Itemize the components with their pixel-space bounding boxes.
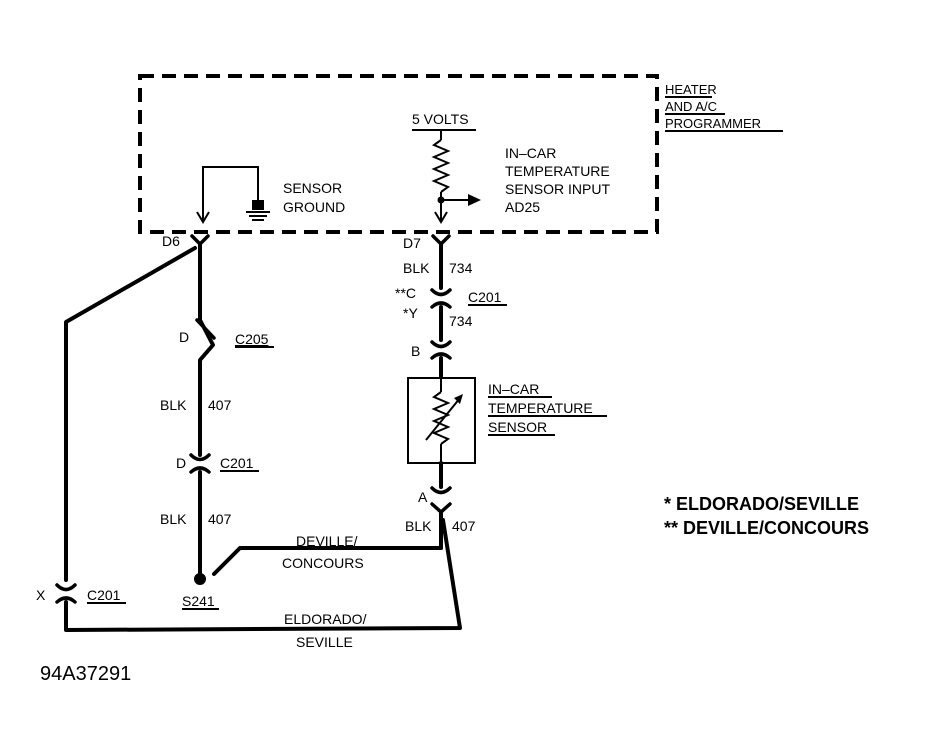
pin-d7-label: D7 [403,235,421,251]
eldorado-label-1: ELDORADO/ [284,611,367,627]
right-c201-label: C201 [468,289,502,305]
wire-407-upper [198,242,215,457]
left-c201-pin-label: D [176,455,186,471]
pullup-resistor-symbol [431,130,451,224]
module-title-line-3: PROGRAMMER [665,116,761,131]
eldorado-label-2: SEVILLE [296,634,353,650]
sensor-ground-label-2: GROUND [283,199,345,215]
right-wire-color: BLK [403,260,430,276]
module-title-line-2: AND A/C [665,99,717,114]
c205-pin-label: D [179,329,189,345]
pin-b-label: B [411,343,420,359]
left-c201-label: C201 [220,455,254,471]
left-c201-upper [189,453,211,462]
sensor-label-1: IN–CAR [488,381,539,397]
thermistor-symbol [425,378,463,463]
wire-far-left [64,246,197,582]
left-wire-circuit: 407 [208,397,232,413]
left-wire-color: BLK [160,397,187,413]
input-label-4: AD25 [505,199,540,215]
deville-label-2: CONCOURS [282,555,364,571]
sensor-ground-label-1: SENSOR [283,180,342,196]
left-wire2-circuit: 407 [208,511,232,527]
deville-label-1: DEVILLE/ [296,533,358,549]
pin-b-upper [430,340,452,349]
right-wire3-color: BLK [405,518,432,534]
pin-d6-label: D6 [162,233,180,249]
legend-double-star: ** DEVILLE/CONCOURS [664,518,869,538]
sensor-ground-symbol [196,166,270,224]
far-left-c201-upper [55,583,77,592]
splice-s241-label: S241 [182,593,215,609]
right-wire2-circuit: 734 [449,313,473,329]
pin-a-upper [430,486,452,495]
module-title: HEATER AND A/C PROGRAMMER [665,82,783,132]
far-left-c201-label: C201 [87,587,121,603]
legend-single-star: * ELDORADO/SEVILLE [664,494,859,514]
right-c201-upper [430,288,452,297]
wire-eldorado-route [64,518,462,632]
right-wire3-circuit: 407 [452,518,476,534]
c205-label: C205 [235,331,269,347]
signal-arrow-icon [441,194,481,206]
right-c201-lower [430,301,452,309]
left-c201-lower [189,466,211,474]
pin-b-lower [430,352,452,360]
sensor-label-2: TEMPERATURE [488,400,593,416]
right-wire-circuit: 734 [449,260,473,276]
wire-deville-route [212,546,443,576]
input-label-2: TEMPERATURE [505,163,610,179]
right-c201-pin-c: **C [395,285,416,301]
splice-s241-dot [194,573,206,585]
far-left-c201-lower [55,596,77,604]
input-label-3: SENSOR INPUT [505,181,610,197]
pin-a-label: A [418,489,428,505]
input-label-1: IN–CAR [505,145,556,161]
module-title-line-1: HEATER [665,82,717,97]
sensor-label-3: SENSOR [488,419,547,435]
right-c201-pin-y: *Y [403,305,418,321]
figure-code: 94A37291 [40,663,131,685]
far-left-pin-label: X [36,587,46,603]
left-wire2-color: BLK [160,511,187,527]
supply-voltage-label: 5 VOLTS [412,111,469,127]
programmer-module-boundary [138,74,659,234]
